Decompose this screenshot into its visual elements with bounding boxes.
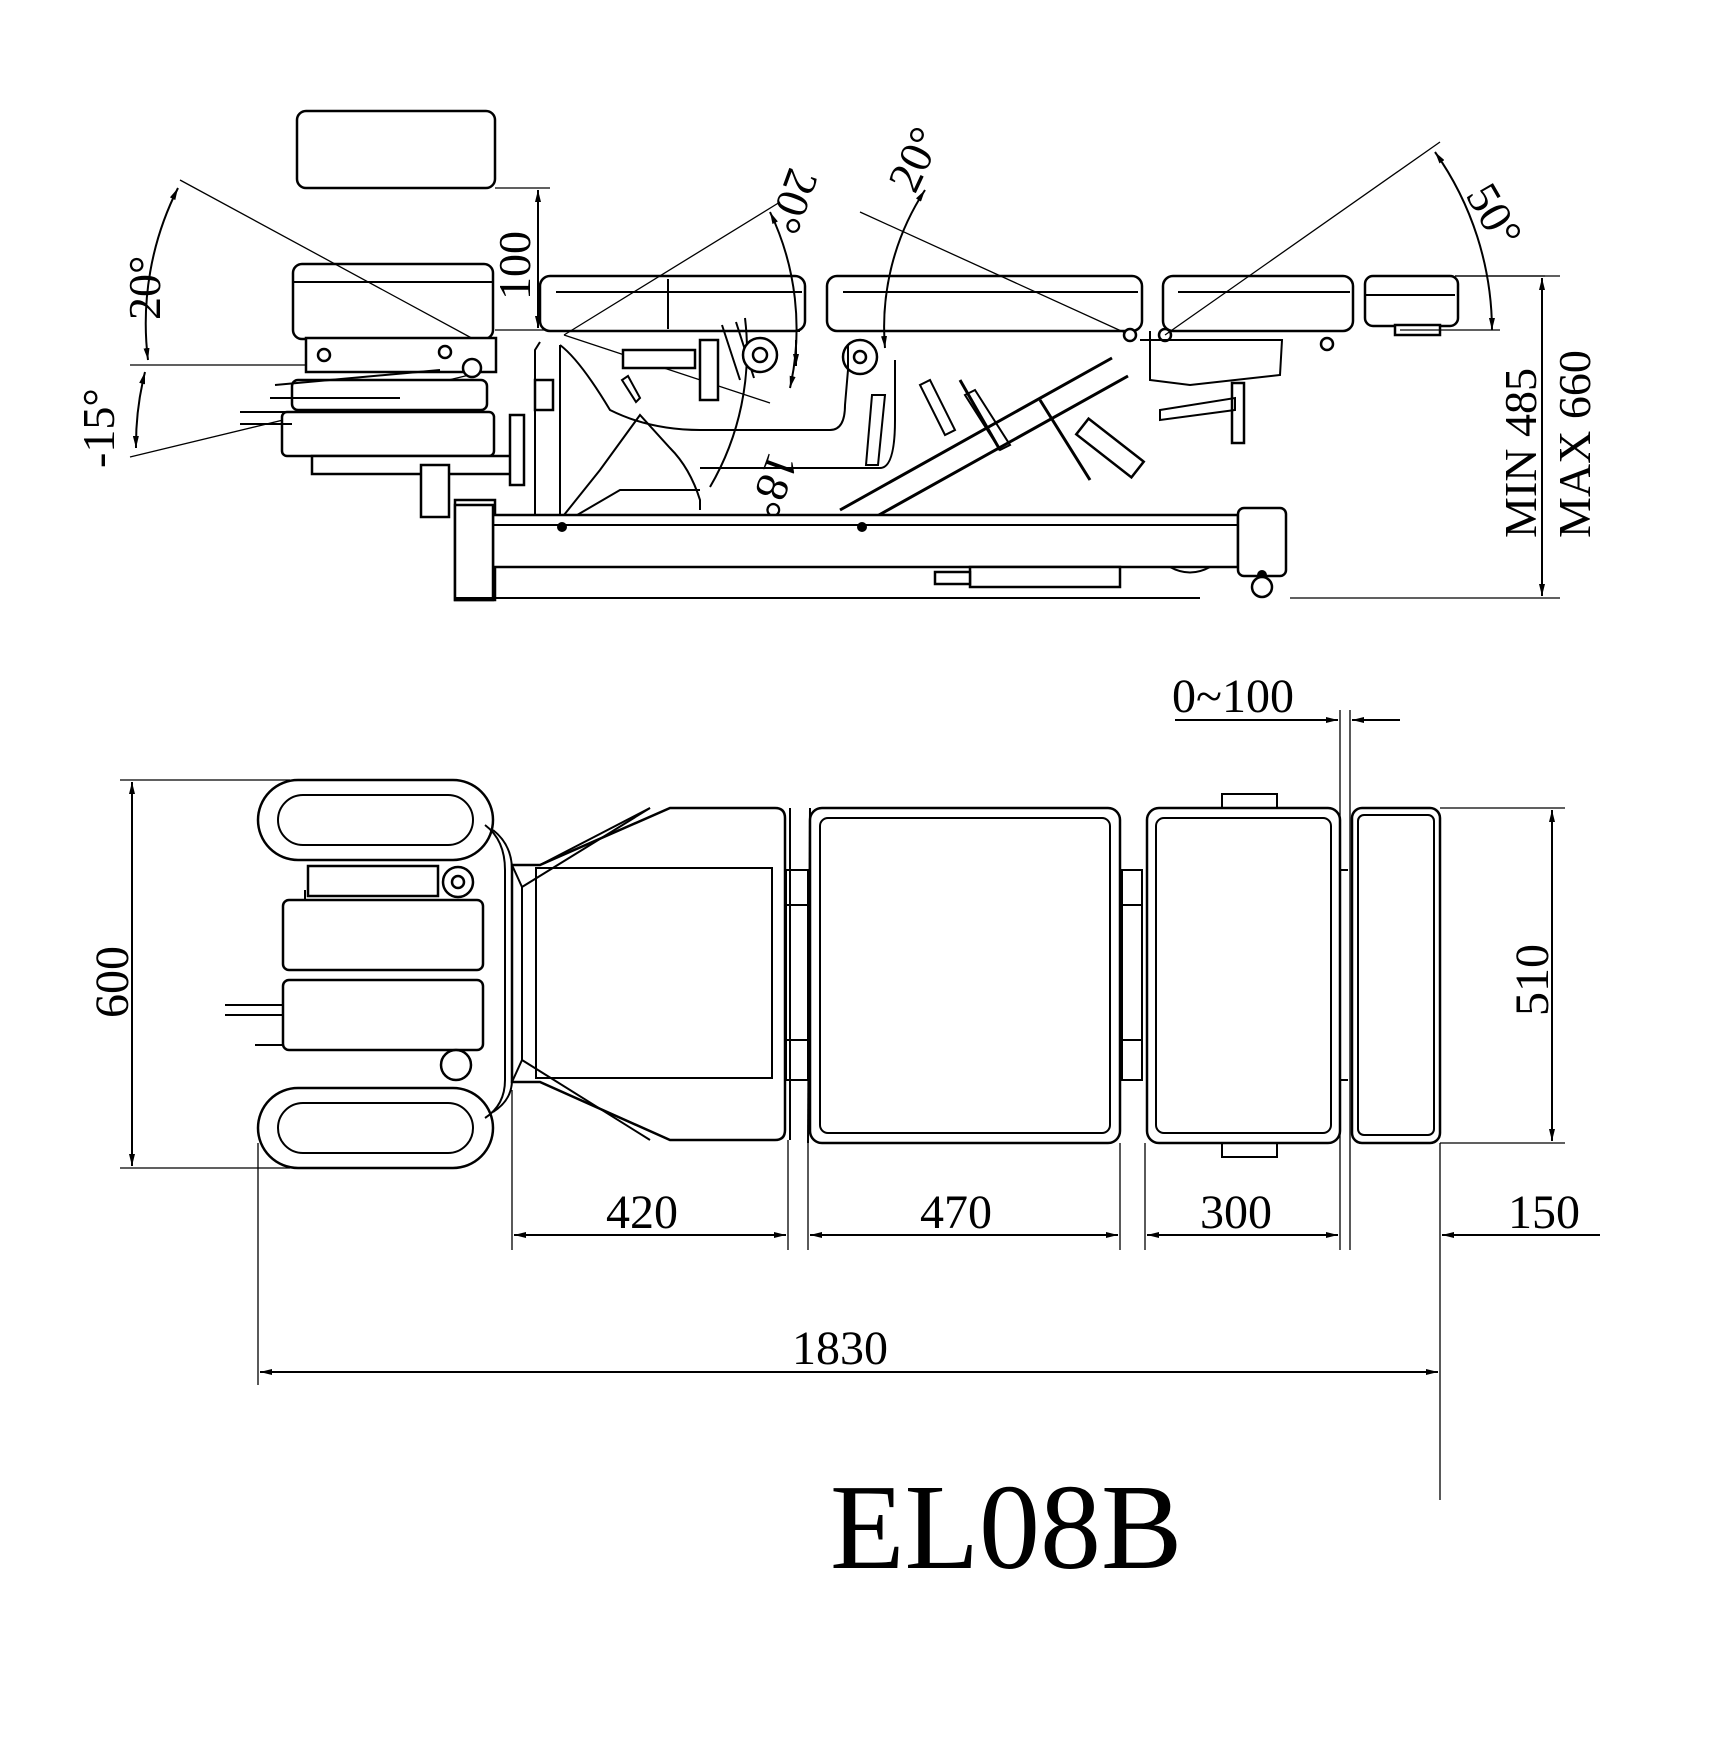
angle-headrest-down: -15° (73, 388, 124, 468)
extension-label: 0~100 (1172, 670, 1294, 723)
section-length-2: 470 (920, 1186, 992, 1239)
total-length-dimension: 1830 (260, 1322, 1438, 1375)
angle-leg-up: 50° (1456, 175, 1532, 256)
pelvic-section-top (1145, 806, 1342, 1145)
model-title: EL08B (830, 1460, 1182, 1595)
total-length-label: 1830 (792, 1322, 888, 1375)
height-min-label: MIN 485 (1495, 368, 1546, 538)
pelvic-cushion (1161, 274, 1355, 333)
pelvic-mechanism (1140, 331, 1335, 445)
leg-cushion (1363, 274, 1460, 328)
height-max-label: MAX 660 (1549, 350, 1600, 538)
lumbar-cushion (825, 274, 1144, 333)
width-cushion-label: 510 (1506, 944, 1559, 1016)
angle-chest-up: 20° (759, 163, 829, 241)
section-dimensions: 420 470 300 150 (257, 1090, 1600, 1500)
thoracic-mechanism (620, 321, 799, 404)
headrest-lift-label: 100 (489, 231, 540, 300)
angle-abdominal-drop: 18° (739, 447, 809, 525)
width-510-dimension: 510 (1440, 807, 1565, 1144)
top-view: 600 (86, 670, 1600, 1500)
leg-section-top (1350, 806, 1442, 1145)
height-dimension: MIN 485 MAX 660 (1290, 275, 1600, 599)
section-length-3: 300 (1200, 1186, 1272, 1239)
headrest-raised (295, 109, 497, 190)
thoracic-section-top (510, 806, 787, 1142)
thoracic-cushion (538, 274, 807, 333)
headrest-cushion (291, 262, 495, 341)
side-view: 100 20° -15° (73, 109, 1600, 602)
section-length-4: 150 (1508, 1186, 1580, 1239)
angle-pelvic-drop: 20° (878, 119, 951, 199)
head-section-top (225, 778, 513, 1170)
headrest-lift-dimension: 100 (489, 187, 550, 331)
section-length-1: 420 (606, 1186, 678, 1239)
lumbar-section-top (808, 806, 1122, 1145)
angle-headrest-up: 20° (119, 256, 170, 320)
scissor-lift (839, 356, 1146, 522)
width-600-dimension: 600 (86, 779, 290, 1169)
base-frame (453, 503, 1288, 602)
width-total-label: 600 (86, 946, 139, 1018)
